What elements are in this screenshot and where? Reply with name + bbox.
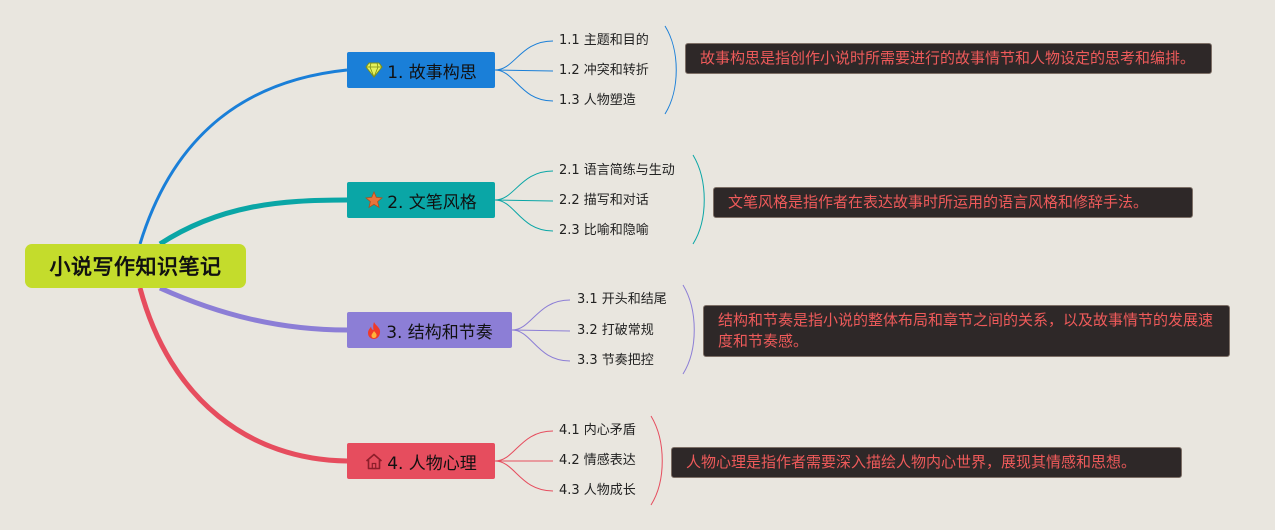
subtopic-2-3[interactable]: 2.3 比喻和隐喻	[559, 223, 649, 238]
root-topic[interactable]: 小说写作知识笔记	[25, 244, 246, 288]
branch-3-bracket	[682, 284, 695, 375]
branch-label: 2. 文笔风格	[387, 192, 477, 213]
branch-3-links	[511, 299, 571, 362]
root-link-4	[137, 287, 348, 464]
subtopic-4-1[interactable]: 4.1 内心矛盾	[559, 423, 636, 438]
subtopic-1-2[interactable]: 1.2 冲突和转折	[559, 63, 649, 78]
branch-topic-2[interactable]: 2. 文笔风格	[347, 182, 495, 218]
subtopic-4-3[interactable]: 4.3 人物成长	[559, 483, 636, 498]
branch-1-links	[494, 40, 554, 102]
subtopic-1-1[interactable]: 1.1 主题和目的	[559, 33, 649, 48]
root-link-1	[138, 68, 348, 245]
flame-icon	[366, 321, 382, 340]
branch-topic-3[interactable]: 3. 结构和节奏	[347, 312, 512, 348]
subtopic-4-2[interactable]: 4.2 情感表达	[559, 453, 636, 468]
branch-2-links	[494, 170, 554, 232]
branch-1-bracket	[664, 25, 677, 115]
summary-note-1[interactable]: 故事构思是指创作小说时所需要进行的故事情节和人物设定的思考和编排。	[685, 43, 1212, 74]
branch-label: 4. 人物心理	[387, 453, 477, 474]
summary-note-2[interactable]: 文笔风格是指作者在表达故事时所运用的语言风格和修辞手法。	[713, 187, 1193, 218]
branch-4-bracket	[650, 415, 663, 506]
subtopic-2-1[interactable]: 2.1 语言简练与生动	[559, 163, 675, 178]
diamond-icon	[365, 62, 383, 78]
home-icon	[365, 453, 383, 470]
summary-note-3[interactable]: 结构和节奏是指小说的整体布局和章节之间的关系，以及故事情节的发展速度和节奏感。	[703, 305, 1230, 357]
branch-label: 3. 结构和节奏	[386, 322, 493, 343]
branch-topic-4[interactable]: 4. 人物心理	[347, 443, 495, 479]
subtopic-3-1[interactable]: 3.1 开头和结尾	[577, 292, 667, 307]
root-link-3	[158, 285, 348, 333]
subtopic-3-2[interactable]: 3.2 打破常规	[577, 323, 654, 338]
branch-4-links	[494, 430, 554, 492]
root-link-2	[158, 197, 348, 247]
subtopic-3-3[interactable]: 3.3 节奏把控	[577, 353, 654, 368]
subtopic-2-2[interactable]: 2.2 描写和对话	[559, 193, 649, 208]
summary-note-4[interactable]: 人物心理是指作者需要深入描绘人物内心世界，展现其情感和思想。	[671, 447, 1182, 478]
subtopic-1-3[interactable]: 1.3 人物塑造	[559, 93, 636, 108]
branch-2-bracket	[692, 154, 705, 245]
branch-topic-1[interactable]: 1. 故事构思	[347, 52, 495, 88]
branch-label: 1. 故事构思	[387, 62, 477, 83]
star-icon	[365, 191, 384, 209]
